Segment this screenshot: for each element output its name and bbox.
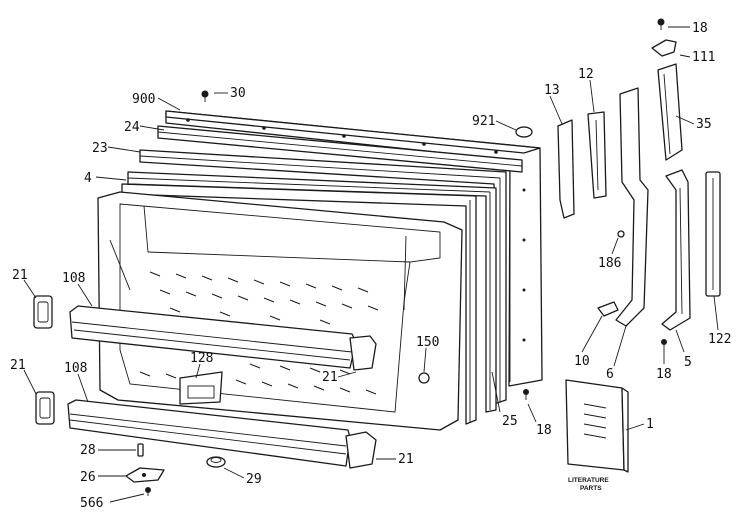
label-35: 35 <box>696 117 712 132</box>
label-21-center: 21 <box>322 370 338 385</box>
label-122: 122 <box>708 332 731 347</box>
label-1: 1 <box>646 417 654 432</box>
bottom-hardware <box>125 443 226 496</box>
label-128: 128 <box>190 351 213 366</box>
label-150: 150 <box>416 335 439 350</box>
literature-parts-book: LITERATURE PARTS <box>565 379 629 492</box>
label-29: 29 <box>246 472 262 487</box>
label-12: 12 <box>578 67 594 82</box>
literature-label-line2: PARTS <box>580 485 602 492</box>
shelf-end-caps <box>33 295 55 425</box>
label-21-bottom-right: 21 <box>398 452 414 467</box>
inner-door-liner <box>97 191 463 431</box>
label-921: 921 <box>472 114 495 129</box>
label-24: 24 <box>124 120 140 135</box>
label-111: 111 <box>692 50 715 65</box>
outer-door-panel <box>165 110 543 387</box>
label-21-lower-left: 21 <box>10 358 26 373</box>
literature-label-line1: LITERATURE <box>568 477 609 484</box>
handle-and-trim-parts <box>557 39 721 331</box>
label-5: 5 <box>684 355 692 370</box>
leader-lines <box>23 26 719 503</box>
label-25: 25 <box>502 414 518 429</box>
lower-shelf-bar <box>67 399 377 469</box>
label-18-bottom: 18 <box>536 423 552 438</box>
label-18-top: 18 <box>692 21 708 36</box>
label-108-upper: 108 <box>62 271 85 286</box>
part-labels: 900 30 24 23 4 921 13 12 18 111 35 186 1… <box>10 21 731 511</box>
label-900: 900 <box>132 92 155 107</box>
label-4: 4 <box>84 171 92 186</box>
label-30: 30 <box>230 86 246 101</box>
label-18-right: 18 <box>656 367 672 382</box>
label-28: 28 <box>80 443 96 458</box>
label-566: 566 <box>80 496 103 511</box>
label-13: 13 <box>544 83 560 98</box>
small-door-parts <box>179 371 430 405</box>
label-21-upper-left: 21 <box>12 268 28 283</box>
label-6: 6 <box>606 367 614 382</box>
upper-shelf-bar <box>69 305 377 371</box>
label-23: 23 <box>92 141 108 156</box>
label-10: 10 <box>574 354 590 369</box>
label-108-lower: 108 <box>64 361 87 376</box>
screws <box>201 18 667 400</box>
label-26: 26 <box>80 470 96 485</box>
label-186: 186 <box>598 256 621 271</box>
